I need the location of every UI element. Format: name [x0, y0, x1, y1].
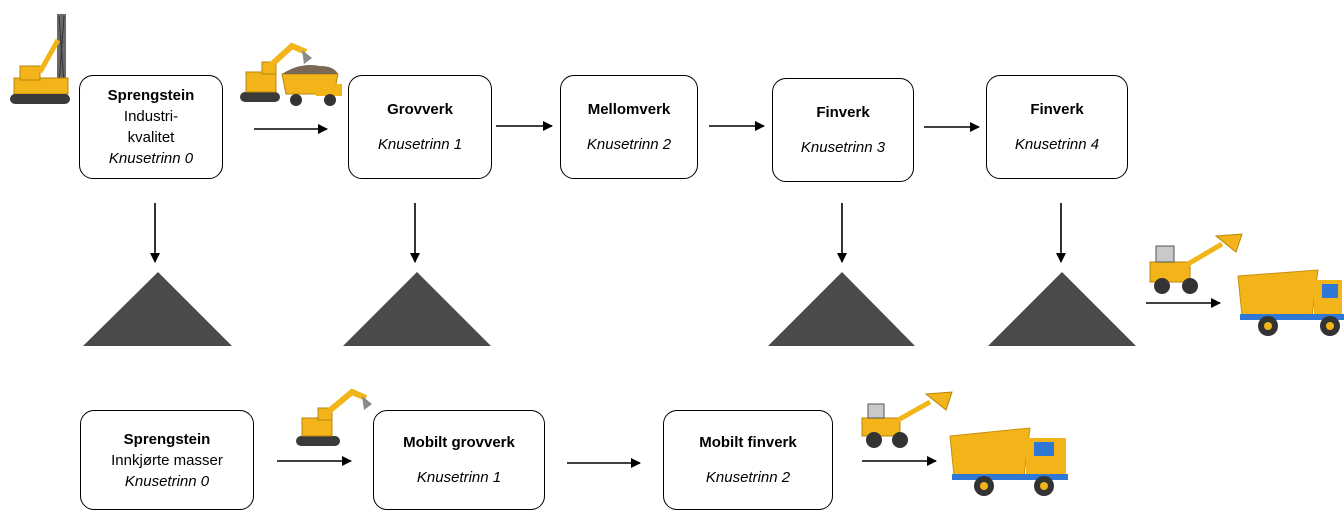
node-title: Mobilt finverk: [699, 434, 797, 451]
stockpile: [343, 272, 491, 346]
stockpile: [83, 272, 232, 346]
node-stage: Knusetrinn 0: [124, 472, 210, 490]
dump-truck-icon: [949, 427, 1068, 496]
node-stage: Knusetrinn 1: [416, 469, 502, 486]
node-subtitle: Industri-: [123, 108, 179, 125]
dump-truck-icon: [281, 65, 342, 106]
node-title: Mobilt grovverk: [403, 434, 515, 451]
node-subtitle: kvalitet: [127, 129, 175, 146]
node-title: Finverk: [816, 104, 870, 121]
stockpile: [768, 272, 915, 346]
node-title: Sprengstein: [123, 430, 211, 448]
node-title: Sprengstein: [107, 87, 195, 104]
node-finverk-4: Finverk Knusetrinn 4: [986, 75, 1128, 179]
node-stage: Knusetrinn 2: [705, 469, 791, 486]
node-stage: Knusetrinn 2: [586, 136, 672, 153]
node-title: Grovverk: [387, 101, 453, 118]
drill-rig-icon: [10, 14, 70, 104]
excavator-icon: [240, 42, 312, 102]
node-mobilt-finverk: Mobilt finverk Knusetrinn 2: [663, 410, 833, 510]
node-grovverk: Grovverk Knusetrinn 1: [348, 75, 492, 179]
node-mobilt-grovverk: Mobilt grovverk Knusetrinn 1: [373, 410, 545, 510]
node-stage: Knusetrinn 3: [800, 139, 886, 156]
excavator-icon: [296, 388, 372, 446]
node-stage: Knusetrinn 0: [108, 150, 194, 167]
dump-truck-icon: [1237, 269, 1344, 336]
node-stage: Knusetrinn 4: [1014, 136, 1100, 153]
node-title: Mellomverk: [587, 101, 671, 118]
node-subtitle: Innkjørte masser: [111, 451, 223, 469]
stockpile: [988, 272, 1136, 346]
node-mellomverk: Mellomverk Knusetrinn 2: [560, 75, 698, 179]
node-sprengstein-innkjorte: Sprengstein Innkjørte masser Knusetrinn …: [80, 410, 254, 510]
wheel-loader-icon: [861, 391, 953, 448]
node-stage: Knusetrinn 1: [377, 136, 463, 153]
wheel-loader-icon: [1149, 233, 1243, 294]
node-title: Finverk: [1030, 101, 1084, 118]
node-finverk-3: Finverk Knusetrinn 3: [772, 78, 914, 182]
node-sprengstein-industri: Sprengstein Industri- kvalitet Knusetrin…: [79, 75, 223, 179]
